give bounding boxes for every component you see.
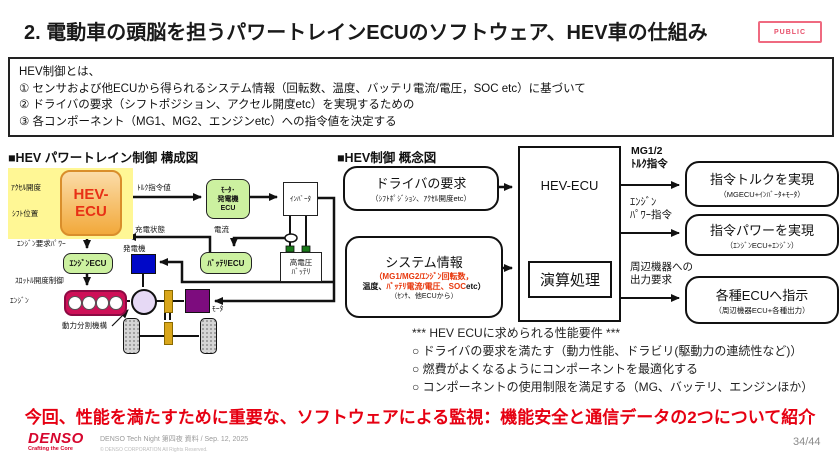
- reduction-gear: [164, 290, 173, 313]
- output-power-title: 指令パワーを実現: [709, 222, 814, 238]
- engine-cylinder: [109, 296, 123, 310]
- output-torque-subtitle: （MGECU+ｲﾝﾊﾞｰﾀ+ﾓｰﾀ）: [719, 189, 805, 199]
- output-power-subtitle: （ｴﾝｼﾞﾝECU+ｴﾝｼﾞﾝ）: [725, 240, 799, 250]
- system-info-source: （ｾﾝｻ、他ECUから）: [390, 293, 458, 300]
- driver-request-subtitle: （ｼﾌﾄﾎﾟｼﾞｼｮﾝ、ｱｸｾﾙ開度etc）: [370, 194, 471, 203]
- footer-credit: DENSO Tech Night 第四夜 資料 / Sep. 12, 2025: [100, 436, 249, 443]
- label-torque-cmd: ﾄﾙｸ指令値: [137, 183, 171, 192]
- label-shift: ｼﾌﾄ位置: [12, 209, 39, 218]
- key-message: 今回、性能を満たすために重要な、ソフトウェアによる監視：機能安全と通信データの2…: [24, 408, 816, 427]
- power-split-device: [131, 289, 157, 315]
- denso-logo-text: DENSO: [28, 430, 84, 447]
- page-number: 34/44: [793, 436, 821, 448]
- node-hev-ecu: HEV-ECU: [60, 170, 122, 236]
- generator-block: [131, 254, 156, 274]
- engine-cylinder: [68, 296, 82, 310]
- concept-diagram-heading: ■HEV制御 概念図: [337, 151, 437, 165]
- hev-definition-box: HEV制御とは、 ① センサおよび他ECUから得られるシステム情報（回転数、温度…: [8, 57, 834, 137]
- output-box-peripheral: 各種ECUへ指示 （周辺機器ECU+各種出力）: [685, 276, 839, 324]
- system-info-details: （MG1/MG2/ｴﾝｼﾞﾝ回転数， 温度、ﾊﾞｯﾃﾘ電流/電圧、SOCetc）…: [362, 272, 485, 302]
- wheel-left: [123, 318, 140, 354]
- output-torque-title: 指令トルクを実現: [709, 171, 814, 187]
- definition-point-2: ② ドライバの要求（シフトポジション、アクセル開度etc）を実現するための: [19, 99, 415, 111]
- denso-logo: DENSO Crafting the Core: [28, 430, 84, 452]
- public-badge: PUBLIC: [758, 21, 822, 43]
- system-info-red2: ﾊﾞｯﾃﾘ電流/電圧、SOC: [386, 282, 466, 291]
- label-power-split: 動力分割機構: [62, 321, 107, 330]
- node-engine-ecu: ｴﾝｼﾞﾝECU: [63, 253, 113, 274]
- label-mg-torque-cmd: MG1/2 ﾄﾙｸ指令: [631, 145, 668, 170]
- requirement-item: ○ ドライバの要求を満たす（動力性能、ドラビリ(駆動力の連続性など)）: [412, 344, 803, 358]
- processing-box: 演算処理: [528, 261, 612, 298]
- wheel-right: [200, 318, 217, 354]
- hev-ecu-concept-title: HEV-ECU: [540, 178, 599, 193]
- driver-request-title: ドライバの要求: [375, 176, 467, 191]
- system-info-title: システム情報: [385, 255, 463, 270]
- label-throttle-ctrl: ｽﾛｯﾄﾙ開度制御: [15, 276, 64, 285]
- driver-request-box: ドライバの要求 （ｼﾌﾄﾎﾟｼﾞｼｮﾝ、ｱｸｾﾙ開度etc）: [343, 166, 499, 211]
- requirements-heading: *** HEV ECUに求められる性能要件 ***: [412, 326, 621, 340]
- label-peripheral-output-req: 周辺機器への 出力要求: [630, 261, 693, 286]
- denso-tagline: Crafting the Core: [28, 446, 73, 452]
- requirement-item: ○ コンポーネントの使用制限を満足する（MG、バッテリ、エンジンほか）: [412, 380, 814, 394]
- page-title: 2. 電動車の頭脳を担うパワートレインECUのソフトウェア、HEV車の仕組み: [24, 22, 708, 44]
- label-engine-power-cmd: ｴﾝｼﾞﾝ ﾊﾟﾜｰ指令: [630, 196, 672, 221]
- system-info-black2: etc）: [466, 282, 486, 291]
- requirements-block: *** HEV ECUに求められる性能要件 *** ○ ドライバの要求を満たす（…: [412, 324, 813, 396]
- output-box-torque: 指令トルクを実現 （MGECU+ｲﾝﾊﾞｰﾀ+ﾓｰﾀ）: [685, 161, 839, 207]
- system-info-red-line1: （MG1/MG2/ｴﾝｼﾞﾝ回転数，: [374, 272, 474, 281]
- system-info-box: システム情報 （MG1/MG2/ｴﾝｼﾞﾝ回転数， 温度、ﾊﾞｯﾃﾘ電流/電圧、…: [345, 236, 503, 318]
- node-hv-battery: 高電圧 ﾊﾞｯﾃﾘ: [280, 252, 322, 282]
- node-inverter: ｲﾝﾊﾞｰﾀ: [283, 182, 318, 216]
- label-current: 電流: [214, 225, 229, 234]
- definition-point-1: ① センサおよび他ECUから得られるシステム情報（回転数、温度、バッテリ電流/電…: [19, 82, 586, 95]
- output-peripheral-subtitle: （周辺機器ECU+各種出力）: [714, 305, 810, 315]
- engine-cylinder: [81, 296, 96, 310]
- node-motor-gen-ecu: ﾓｰﾀ･ 発電機 ECU: [206, 179, 250, 219]
- label-charge-state: 充電状態: [135, 225, 165, 234]
- label-engine-req-power: ｴﾝｼﾞﾝ要求ﾊﾟﾜｰ: [17, 239, 66, 248]
- footer-copyright: © DENSO CORPORATION All Rights Reserved.: [100, 447, 208, 453]
- differential-gear: [164, 322, 173, 345]
- output-peripheral-title: 各種ECUへ指示: [715, 287, 809, 303]
- label-generator: 発電機: [123, 244, 146, 253]
- label-accel: ｱｸｾﾙ開度: [11, 183, 41, 192]
- definition-intro: HEV制御とは、: [19, 66, 101, 78]
- output-box-power: 指令パワーを実現 （ｴﾝｼﾞﾝECU+ｴﾝｼﾞﾝ）: [685, 214, 839, 256]
- motor-block: [185, 289, 210, 313]
- engine-block: [64, 290, 127, 316]
- engine-cylinder: [95, 296, 110, 310]
- system-info-black1: 温度、: [362, 282, 387, 291]
- definition-point-3: ③ 各コンポーネント（MG1、MG2、エンジンetc）への指令値を決定する: [19, 115, 397, 128]
- label-engine: ｴﾝｼﾞﾝ: [10, 296, 29, 305]
- node-battery-ecu: ﾊﾞｯﾃﾘECU: [200, 252, 252, 274]
- structure-diagram-heading: ■HEV パワートレイン制御 構成図: [8, 151, 199, 165]
- requirement-item: ○ 燃費がよくなるようにコンポーネントを最適化する: [412, 362, 698, 376]
- label-motor: ﾓｰﾀ: [212, 304, 224, 313]
